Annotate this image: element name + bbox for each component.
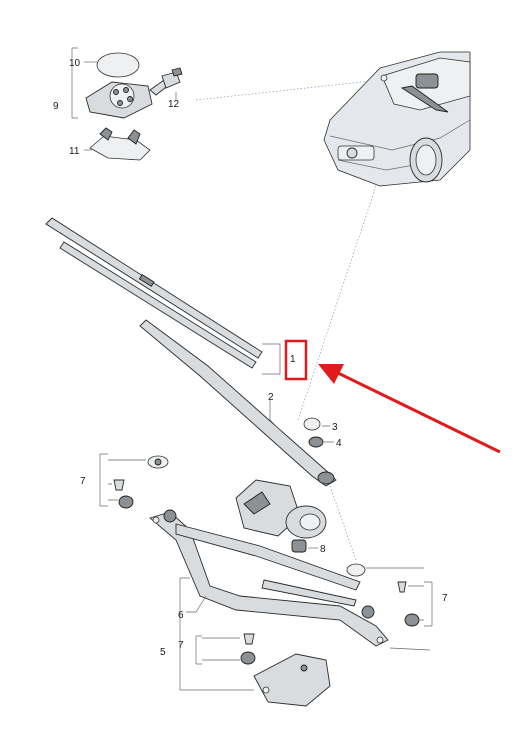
car-illustration: [297, 51, 471, 421]
wiper-blades: [45, 217, 337, 487]
sensor-bracket[interactable]: [89, 127, 151, 161]
fasteners-left: [99, 453, 169, 509]
callout-2: 2: [268, 392, 274, 403]
mounting-bracket[interactable]: [253, 653, 331, 707]
wiper-motor[interactable]: [235, 479, 327, 539]
wiper-blade-lower[interactable]: [59, 241, 257, 369]
callout-4: 4: [336, 438, 342, 449]
cap-part[interactable]: [303, 417, 321, 431]
callout-12: 12: [168, 99, 180, 110]
highlight-arrow: [318, 364, 501, 454]
callout-11: 11: [69, 146, 80, 157]
fasteners-right: [346, 563, 433, 627]
callout-7-bottom: 7: [178, 640, 184, 651]
sensor-cover-pad[interactable]: [96, 52, 140, 78]
wiper-arm[interactable]: [139, 319, 337, 487]
callout-8: 8: [320, 544, 326, 555]
rain-sensor-group: 10 9 11 12: [53, 47, 381, 161]
callout-1: 1: [290, 354, 296, 365]
callout-9: 9: [53, 101, 59, 112]
nut-part[interactable]: [308, 436, 324, 448]
motor-grommet[interactable]: [291, 539, 307, 553]
callout-10: 10: [69, 58, 81, 69]
callout-7-left: 7: [80, 476, 86, 487]
sensor-connector[interactable]: [161, 67, 183, 89]
rain-sensor-unit[interactable]: [85, 79, 171, 119]
wiper-linkage[interactable]: [149, 509, 389, 647]
callout-7-right: 7: [442, 593, 448, 604]
callout-6: 6: [178, 610, 184, 621]
highlight-box: [284, 339, 308, 381]
wiper-blade-upper[interactable]: [45, 217, 263, 359]
fasteners-bottom: [195, 633, 256, 665]
callout-3: 3: [332, 422, 338, 433]
callout-5: 5: [160, 647, 166, 658]
